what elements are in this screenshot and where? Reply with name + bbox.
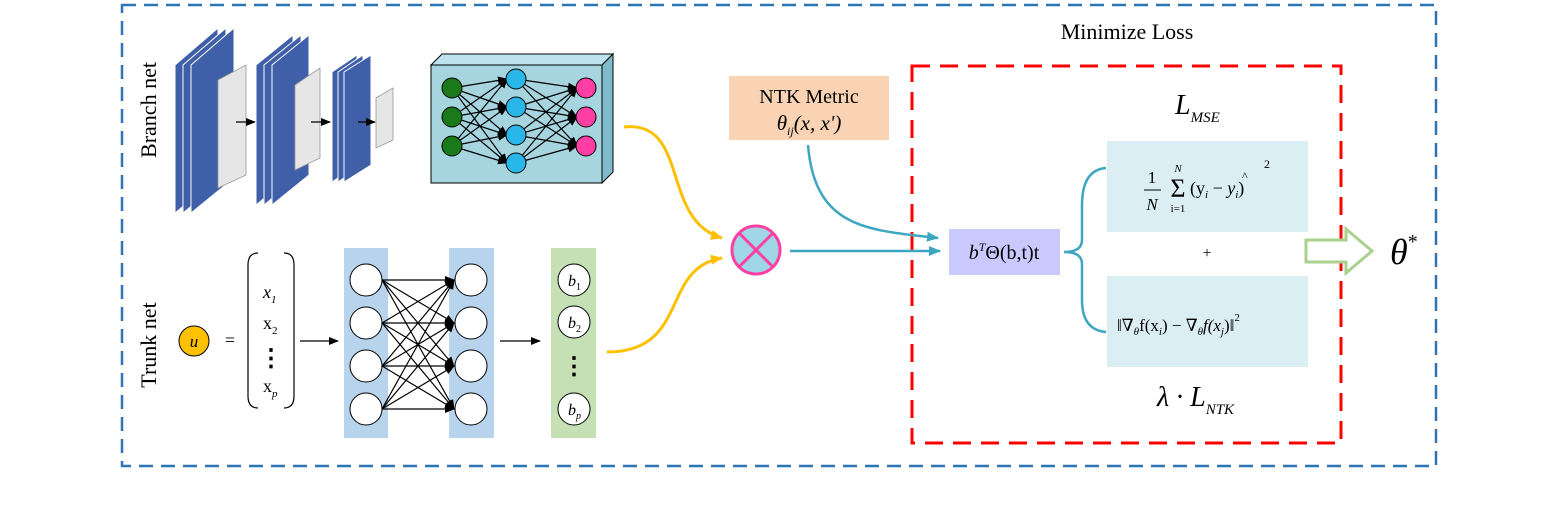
output-theta: θ*	[1390, 231, 1418, 272]
trunk-node-layer2	[454, 263, 488, 297]
mlp-edge	[451, 78, 508, 147]
mlp-input-node	[441, 135, 463, 157]
mlp-nodes	[441, 68, 597, 174]
ntk-metric-title: NTK Metric	[759, 86, 859, 108]
mlp-edge	[515, 87, 578, 164]
vec-ellipsis: ⋮	[259, 346, 283, 372]
kernel-expr-box	[949, 229, 1060, 275]
mlp-edge	[515, 87, 578, 136]
diagram-title: Minimize Loss	[1061, 19, 1194, 44]
trunk-edges	[381, 276, 455, 413]
mlp-output-node	[575, 77, 597, 99]
mse-formula: 1 N N Σ i=1 (yi − yi) ^ 2	[1144, 157, 1270, 215]
svg-text:i=1: i=1	[1171, 203, 1186, 215]
mlp-edges	[451, 76, 578, 165]
svg-text:b2: b2	[568, 315, 581, 335]
loss-brace	[1063, 166, 1107, 334]
trunk-node-layer1	[349, 392, 383, 426]
trunk-node-layer2	[454, 306, 488, 340]
mlp-edge	[515, 86, 578, 108]
input-u-symbol: u	[190, 332, 199, 351]
trunk-edge	[381, 365, 455, 410]
basis-b1: b1	[557, 263, 591, 297]
kernel-expr: bTΘ(b,t)t	[969, 240, 1040, 264]
mlp-input-node	[441, 77, 463, 99]
trunk-node-layer2	[454, 392, 488, 426]
trunk-nodes	[349, 263, 488, 426]
mlp-hidden-node	[505, 68, 527, 90]
cnn-block-1	[174, 26, 247, 215]
equals-sign: =	[225, 330, 235, 350]
svg-text:N: N	[1173, 163, 1182, 175]
trunk-node-layer2	[454, 349, 488, 383]
trunk-edge	[381, 279, 455, 324]
mlp-input-node	[441, 106, 463, 128]
mlp-hidden-node	[505, 96, 527, 118]
trunk-edge	[381, 279, 455, 367]
vec-x1: x1	[262, 282, 277, 306]
svg-text:b1: b1	[568, 273, 581, 293]
trunk-node-layer1	[349, 349, 383, 383]
basis-b2: b2	[557, 305, 591, 339]
basis-bp: bp	[557, 392, 591, 426]
svg-text:^: ^	[1242, 169, 1248, 183]
ntk-formula-box	[1107, 276, 1308, 367]
trunk-node-layer1	[349, 306, 383, 340]
cnn-block-2	[255, 33, 321, 207]
svg-text:bp: bp	[568, 402, 581, 422]
mlp-hidden-node	[505, 152, 527, 174]
mse-formula-box	[1107, 141, 1308, 232]
ntk-metric-box	[729, 76, 889, 140]
ntk-formula: ‖∇θf(xi) − ∇θf(xj)‖2	[1117, 312, 1240, 338]
mlp-output-node	[575, 106, 597, 128]
mlp-edge	[515, 144, 578, 164]
svg-text:N: N	[1145, 195, 1159, 214]
vec-x2: x2	[263, 313, 278, 337]
trunk-edge	[381, 322, 455, 410]
plus-sign: +	[1202, 245, 1211, 262]
svg-text:1: 1	[1148, 168, 1157, 187]
product-node	[730, 224, 782, 276]
mlp-edge	[515, 116, 578, 164]
input-vector: x1 x2 ⋮ xp	[247, 252, 295, 409]
ntk-metric-formula: θij(x, x')	[777, 111, 842, 138]
trunk-edge	[381, 279, 455, 410]
mlp-edge	[451, 106, 508, 147]
outer-frame	[120, 3, 1438, 468]
mse-label: LMSE	[1174, 90, 1220, 126]
ntk-loss-label: λ · LNTK	[1156, 382, 1235, 418]
input-u-node	[178, 325, 210, 357]
trunk-to-product-arrow	[606, 254, 723, 354]
mlp-edge	[451, 78, 508, 118]
branch-to-product-arrow	[623, 125, 723, 240]
basis-ellipsis: ⋮	[562, 354, 586, 380]
mlp-hidden-node	[505, 124, 527, 146]
svg-text:2: 2	[1264, 157, 1270, 171]
svg-text:(yi − yi): (yi − yi)	[1190, 178, 1244, 201]
output-arrow	[1304, 225, 1375, 277]
trunk-net-label: Trunk net	[136, 302, 161, 387]
ntk-to-kernel-arrow	[806, 144, 939, 242]
trunk-node-layer1	[349, 263, 383, 297]
mlp-output-node	[575, 135, 597, 157]
svg-text:Σ: Σ	[1170, 174, 1185, 203]
cnn-block-3	[331, 54, 394, 183]
vec-xp: xp	[263, 376, 278, 400]
branch-net-label: Branch net	[136, 62, 161, 158]
